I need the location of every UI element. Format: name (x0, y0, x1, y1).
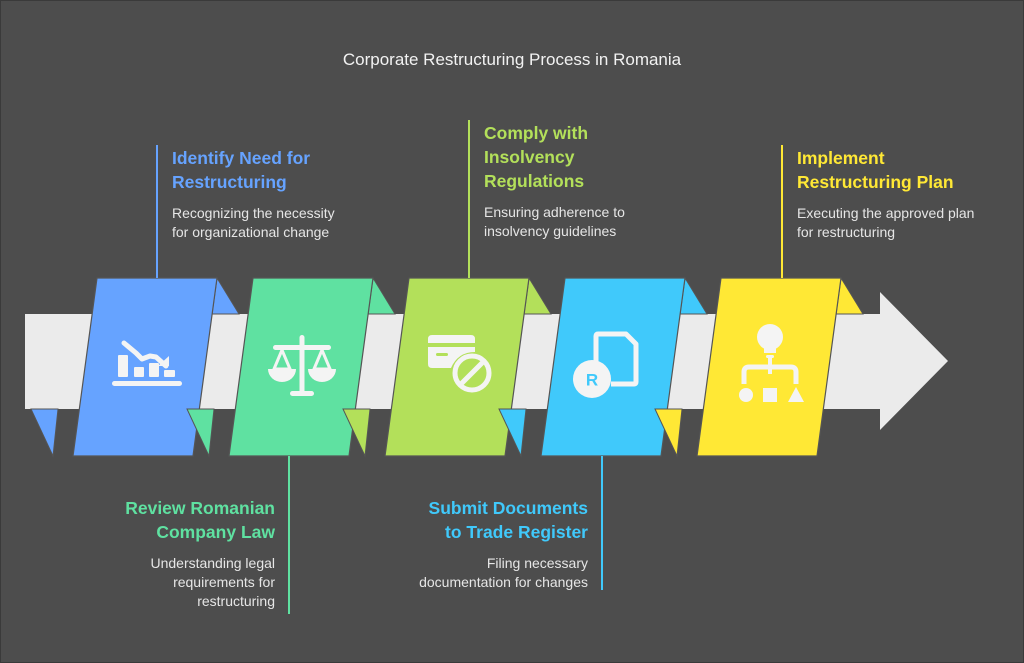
connector-line-3 (468, 120, 470, 278)
step-1-card (72, 277, 218, 457)
step-4-fold-bottom (498, 408, 527, 458)
step-1-panel (30, 276, 240, 458)
card-blocked-icon (428, 335, 492, 393)
connector-line-2 (288, 456, 290, 614)
connector-line-1 (156, 145, 158, 278)
step-5-fold-bottom (654, 408, 683, 458)
step-3-panel (342, 276, 552, 458)
step-5-panel (654, 276, 864, 458)
connector-line-5 (781, 145, 783, 278)
step-1-fold-bottom (30, 408, 59, 458)
step-2-fold-bottom (186, 408, 215, 458)
step-4-panel: R (498, 276, 708, 458)
connector-line-4 (601, 456, 603, 590)
svg-text:R: R (586, 371, 598, 390)
diagram-title: Corporate Restructuring Process in Roman… (342, 50, 682, 69)
step-2-panel (186, 276, 396, 458)
idea-hierarchy-icon (739, 324, 804, 402)
declining-chart-icon (112, 340, 182, 386)
step-4-card (540, 277, 686, 457)
registered-document-icon: R (573, 331, 639, 398)
scales-icon (268, 335, 336, 396)
step-3-fold-bottom (342, 408, 371, 458)
